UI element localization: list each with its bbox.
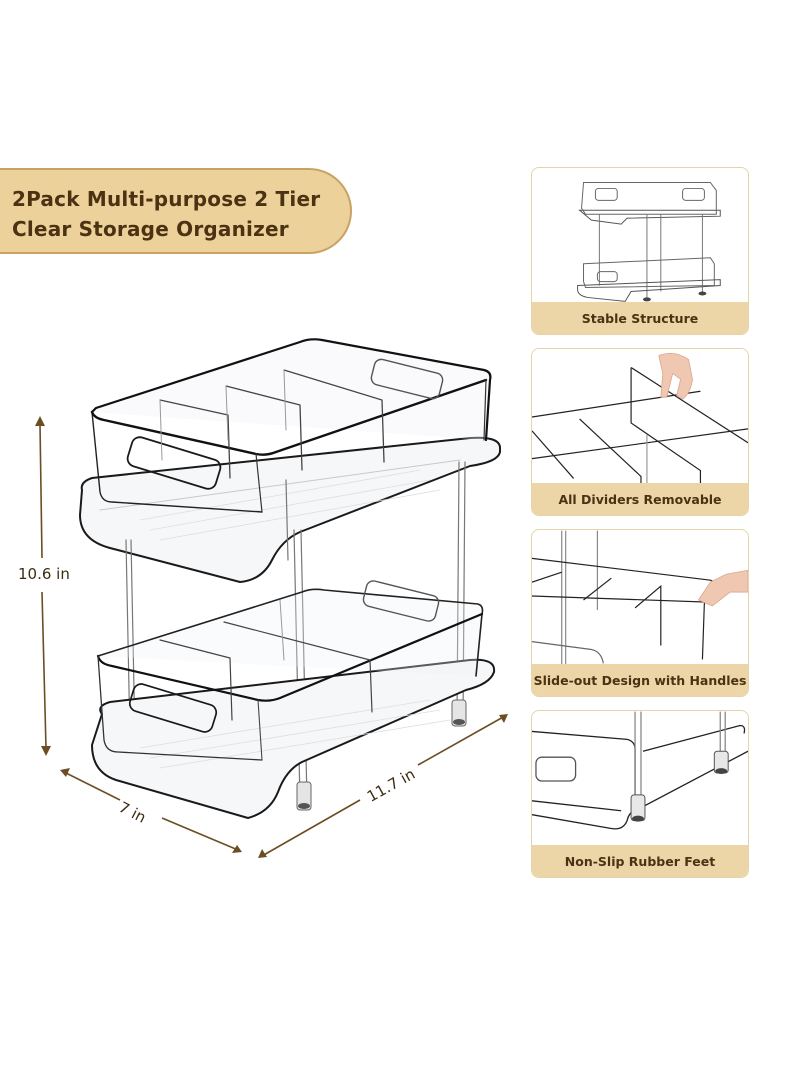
feature-caption: Stable Structure [532, 302, 748, 334]
rack-structure-illustration [577, 182, 721, 302]
organizer-illustration [35, 338, 508, 858]
hand-lifting-divider-illustration [532, 352, 748, 485]
feature-caption: Slide-out Design with Handles [532, 664, 748, 696]
title-line-2: Clear Storage Organizer [12, 217, 289, 241]
title-banner: 2Pack Multi-purpose 2 Tier Clear Storage… [0, 168, 352, 254]
feature-caption: All Dividers Removable [532, 483, 748, 515]
feature-panel-stable-structure: Stable Structure [531, 167, 749, 335]
hand-pulling-drawer-illustration [532, 530, 748, 666]
rubber-feet-closeup-illustration [532, 711, 748, 830]
title-line-1: 2Pack Multi-purpose 2 Tier [12, 187, 321, 211]
feature-panel-rubber-feet: Non-Slip Rubber Feet [531, 710, 749, 878]
feature-panel-dividers: All Dividers Removable [531, 348, 749, 516]
feature-caption: Non-Slip Rubber Feet [532, 845, 748, 877]
feature-panel-slide-out: Slide-out Design with Handles [531, 529, 749, 697]
dimension-height-label: 10.6 in [18, 565, 70, 583]
